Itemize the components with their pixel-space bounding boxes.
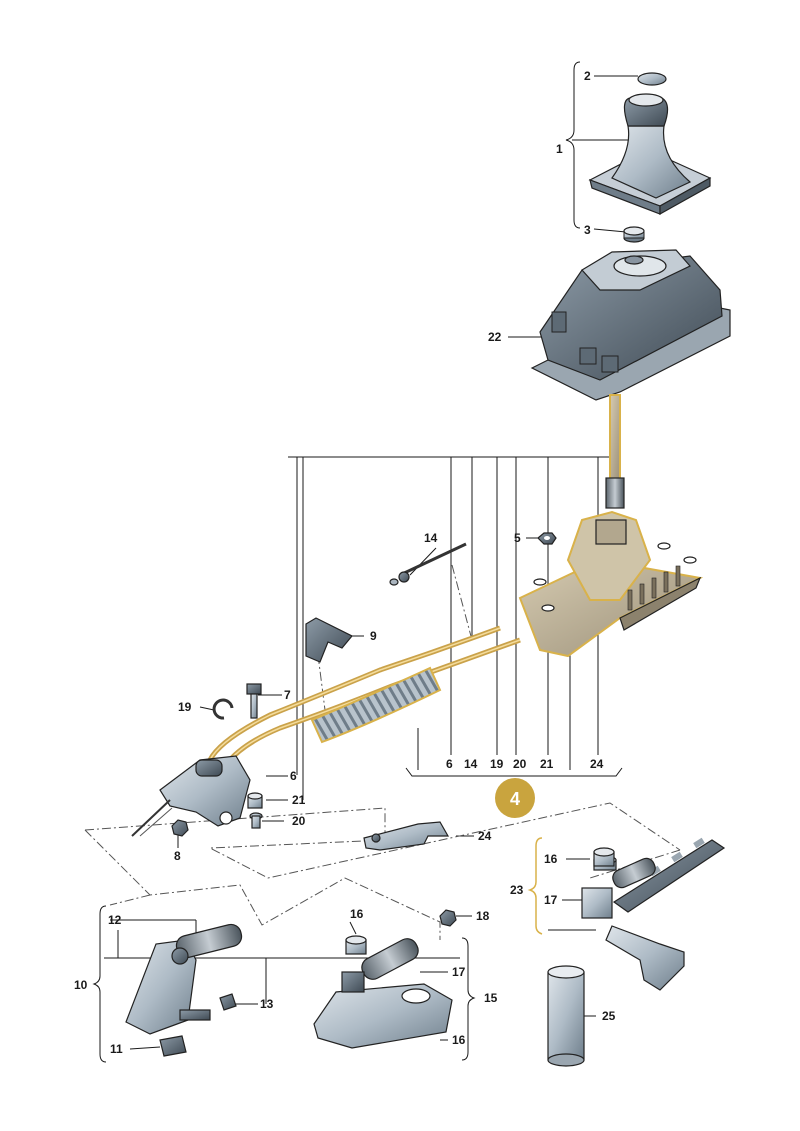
part-1-gear-knob-boot[interactable] — [588, 93, 712, 216]
label-16-right[interactable]: 16 — [544, 852, 558, 866]
part-11-bracket[interactable] — [159, 1035, 187, 1057]
label-23[interactable]: 23 — [510, 883, 524, 897]
label-17-mid[interactable]: 17 — [452, 965, 466, 979]
group-23-selector-lever[interactable] — [581, 837, 726, 991]
label-11[interactable]: 11 — [110, 1042, 123, 1056]
label-21-left[interactable]: 21 — [292, 793, 306, 807]
part-24-bracket[interactable] — [363, 821, 450, 851]
label-19-bottom[interactable]: 19 — [490, 757, 504, 771]
part-21-bush[interactable] — [247, 792, 263, 809]
label-10[interactable]: 10 — [74, 978, 88, 992]
label-7[interactable]: 7 — [284, 688, 291, 702]
part-25-sleeve[interactable] — [547, 965, 585, 1067]
part-13-clip[interactable] — [219, 993, 237, 1011]
leader-lines — [92, 61, 640, 1063]
label-18[interactable]: 18 — [476, 909, 490, 923]
part-3-bush[interactable] — [623, 226, 645, 243]
assembly-4-badge-circle — [495, 778, 535, 818]
label-14-bottom[interactable]: 14 — [464, 757, 478, 771]
callout-labels: 2 1 3 22 5 14 9 7 19 6 21 20 8 6 14 19 2… — [74, 69, 616, 1056]
part-20-bolt[interactable] — [249, 812, 263, 829]
label-1[interactable]: 1 — [556, 142, 563, 156]
label-17-right[interactable]: 17 — [544, 893, 558, 907]
assembly-4-badge[interactable]: 4 — [495, 778, 535, 818]
label-8[interactable]: 8 — [174, 849, 181, 863]
label-6-bottom[interactable]: 6 — [446, 757, 453, 771]
label-20-bottom[interactable]: 20 — [513, 757, 527, 771]
part-19-circlip[interactable] — [212, 698, 234, 720]
assembly-4-badge-label: 4 — [510, 789, 520, 809]
label-16-bottom[interactable]: 16 — [452, 1033, 466, 1047]
label-16-mid[interactable]: 16 — [350, 907, 364, 921]
part-9-clip[interactable] — [305, 617, 353, 663]
label-24-bottom[interactable]: 24 — [478, 829, 492, 843]
group-10-relay-lever[interactable] — [125, 922, 244, 1035]
label-20-left[interactable]: 20 — [292, 814, 306, 828]
part-18-nut[interactable] — [439, 909, 457, 927]
label-5[interactable]: 5 — [514, 531, 521, 545]
label-6-left[interactable]: 6 — [290, 769, 297, 783]
label-13[interactable]: 13 — [260, 997, 274, 1011]
label-24-top[interactable]: 24 — [590, 757, 604, 771]
part-2-cap[interactable] — [637, 72, 667, 86]
group-15-lever-mount[interactable] — [313, 935, 453, 1049]
group-4-gearshift-mechanism[interactable] — [131, 394, 704, 837]
label-25[interactable]: 25 — [602, 1009, 616, 1023]
part-16-bush-b[interactable] — [593, 847, 615, 867]
part-16-bush-a[interactable] — [345, 935, 367, 955]
label-3[interactable]: 3 — [584, 223, 591, 237]
label-22[interactable]: 22 — [488, 330, 502, 344]
part-14-cable-tie[interactable] — [389, 542, 467, 586]
part-22-housing-cover[interactable] — [530, 249, 731, 401]
label-15[interactable]: 15 — [484, 991, 498, 1005]
label-21-bottom[interactable]: 21 — [540, 757, 554, 771]
label-9[interactable]: 9 — [370, 629, 377, 643]
part-8-nut[interactable] — [171, 819, 189, 837]
part-5-nut[interactable] — [537, 532, 557, 545]
label-2[interactable]: 2 — [584, 69, 591, 83]
label-14-top[interactable]: 14 — [424, 531, 438, 545]
label-19-left[interactable]: 19 — [178, 700, 192, 714]
label-12[interactable]: 12 — [108, 913, 122, 927]
part-7-bolt[interactable] — [246, 683, 262, 719]
